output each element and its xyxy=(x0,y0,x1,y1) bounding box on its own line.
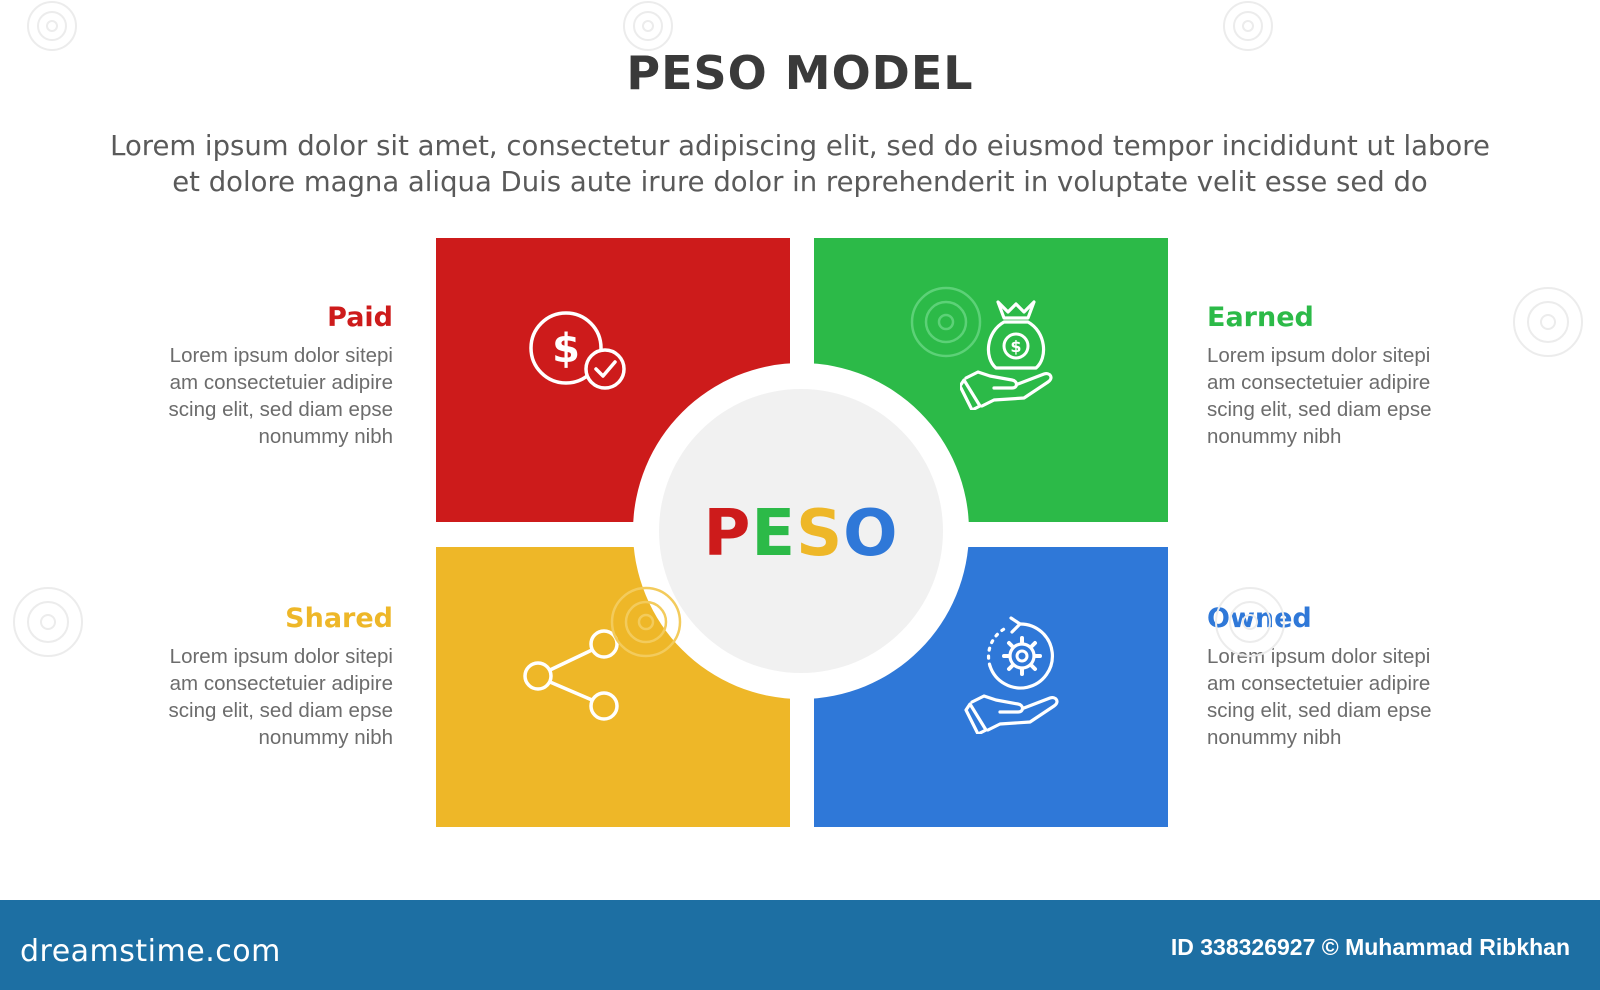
label-title: Paid xyxy=(327,302,393,333)
label-line: Lorem ipsum dolor sitepi xyxy=(169,344,393,367)
label-title: Earned xyxy=(1207,302,1314,333)
label-line: scing elit, sed diam epse xyxy=(168,398,393,421)
subtitle-line: Lorem ipsum dolor sit amet, consectetur … xyxy=(110,130,1490,162)
label-line: nonummy nibh xyxy=(258,425,393,448)
label-earned: Earned Lorem ipsum dolor sitepi am conse… xyxy=(1207,300,1527,450)
watermark-swirl-icon xyxy=(13,587,83,657)
watermark-swirl-icon xyxy=(623,1,673,51)
watermark-swirl-icon xyxy=(1215,587,1285,657)
money-bag-hand-icon: $ xyxy=(960,300,1053,410)
center-letter-s: S xyxy=(796,497,844,571)
watermark-swirl-icon xyxy=(1223,1,1273,51)
label-title: Shared xyxy=(285,603,393,634)
share-icon xyxy=(523,629,619,721)
page-subtitle: Lorem ipsum dolor sit amet, consectetur … xyxy=(60,128,1540,200)
label-line: nonummy nibh xyxy=(1207,425,1342,448)
label-line: Lorem ipsum dolor sitepi xyxy=(169,645,393,668)
subtitle-line: et dolore magna aliqua Duis aute irure d… xyxy=(172,166,1428,198)
label-line: Lorem ipsum dolor sitepi xyxy=(1207,645,1431,668)
watermark-swirl-icon xyxy=(27,1,77,51)
label-line: Lorem ipsum dolor sitepi xyxy=(1207,344,1431,367)
label-line: nonummy nibh xyxy=(258,726,393,749)
label-line: nonummy nibh xyxy=(1207,726,1342,749)
label-line: scing elit, sed diam epse xyxy=(1207,699,1432,722)
svg-text:$: $ xyxy=(1010,337,1021,356)
footer-credit: ID 338326927 © Muhammad Ribkhan xyxy=(1170,934,1570,960)
label-owned: Owned Lorem ipsum dolor sitepi am consec… xyxy=(1207,601,1527,751)
label-body: Lorem ipsum dolor sitepi am consectetuie… xyxy=(1207,643,1527,751)
label-body: Lorem ipsum dolor sitepi am consectetuie… xyxy=(73,342,393,450)
label-line: am consectetuier adipire xyxy=(1207,672,1431,695)
label-line: scing elit, sed diam epse xyxy=(168,699,393,722)
dollar-coin-check-icon: $ xyxy=(529,311,626,390)
center-letter-e: E xyxy=(751,497,797,571)
watermark-swirl-icon xyxy=(610,586,682,658)
label-title: Owned xyxy=(1207,603,1312,634)
label-body: Lorem ipsum dolor sitepi am consectetuie… xyxy=(73,643,393,751)
center-disc xyxy=(659,389,943,673)
center-letter-p: P xyxy=(703,497,752,571)
svg-text:$: $ xyxy=(552,326,580,372)
label-line: scing elit, sed diam epse xyxy=(1207,398,1432,421)
page-title: PESO MODEL xyxy=(626,46,974,100)
center-letter-o: O xyxy=(843,497,899,571)
label-line: am consectetuier adipire xyxy=(1207,371,1431,394)
label-line: am consectetuier adipire xyxy=(169,371,393,394)
watermark-swirl-icon xyxy=(1513,287,1583,357)
gear-hand-icon xyxy=(964,616,1059,734)
label-shared: Shared Lorem ipsum dolor sitepi am conse… xyxy=(73,601,393,751)
watermark-swirl-icon xyxy=(910,286,982,358)
label-body: Lorem ipsum dolor sitepi am consectetuie… xyxy=(1207,342,1527,450)
label-paid: Paid Lorem ipsum dolor sitepi am consect… xyxy=(73,300,393,450)
footer-bar xyxy=(0,900,1600,990)
label-line: am consectetuier adipire xyxy=(169,672,393,695)
center-label: PESO xyxy=(633,496,969,572)
footer-logo: dreamstime.com xyxy=(20,934,281,969)
